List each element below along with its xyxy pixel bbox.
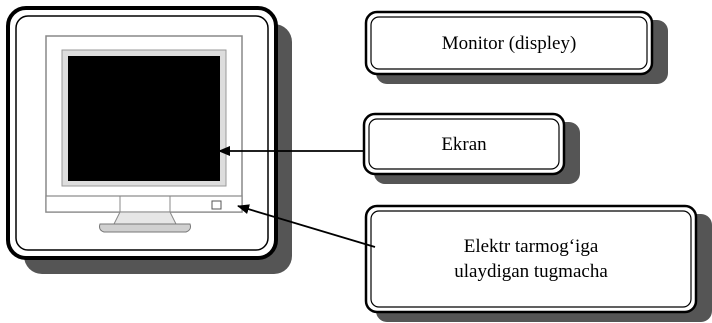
monitor-stand — [113, 211, 177, 225]
monitor-label-text: Monitor (displey) — [441, 32, 577, 54]
power-button — [211, 200, 222, 210]
screen-label-box — [362, 112, 580, 184]
power-label-line1: Elektr tarmog‘iga — [463, 236, 599, 257]
screen-label-text: Ekran — [441, 133, 487, 155]
monitor-illustration — [45, 35, 243, 233]
power-label-box — [364, 204, 712, 322]
monitor-label-box — [364, 10, 668, 84]
monitor-label: Monitor (displey) — [371, 17, 647, 69]
power-label-line2: ulaydigan tugmacha — [454, 261, 608, 282]
monitor-base — [99, 223, 191, 233]
screen-label: Ekran — [369, 119, 559, 169]
power-arrow — [237, 204, 376, 248]
screen-area — [68, 56, 220, 181]
power-button-label: Elektr tarmog‘iga ulaydigan tugmacha — [371, 211, 691, 307]
